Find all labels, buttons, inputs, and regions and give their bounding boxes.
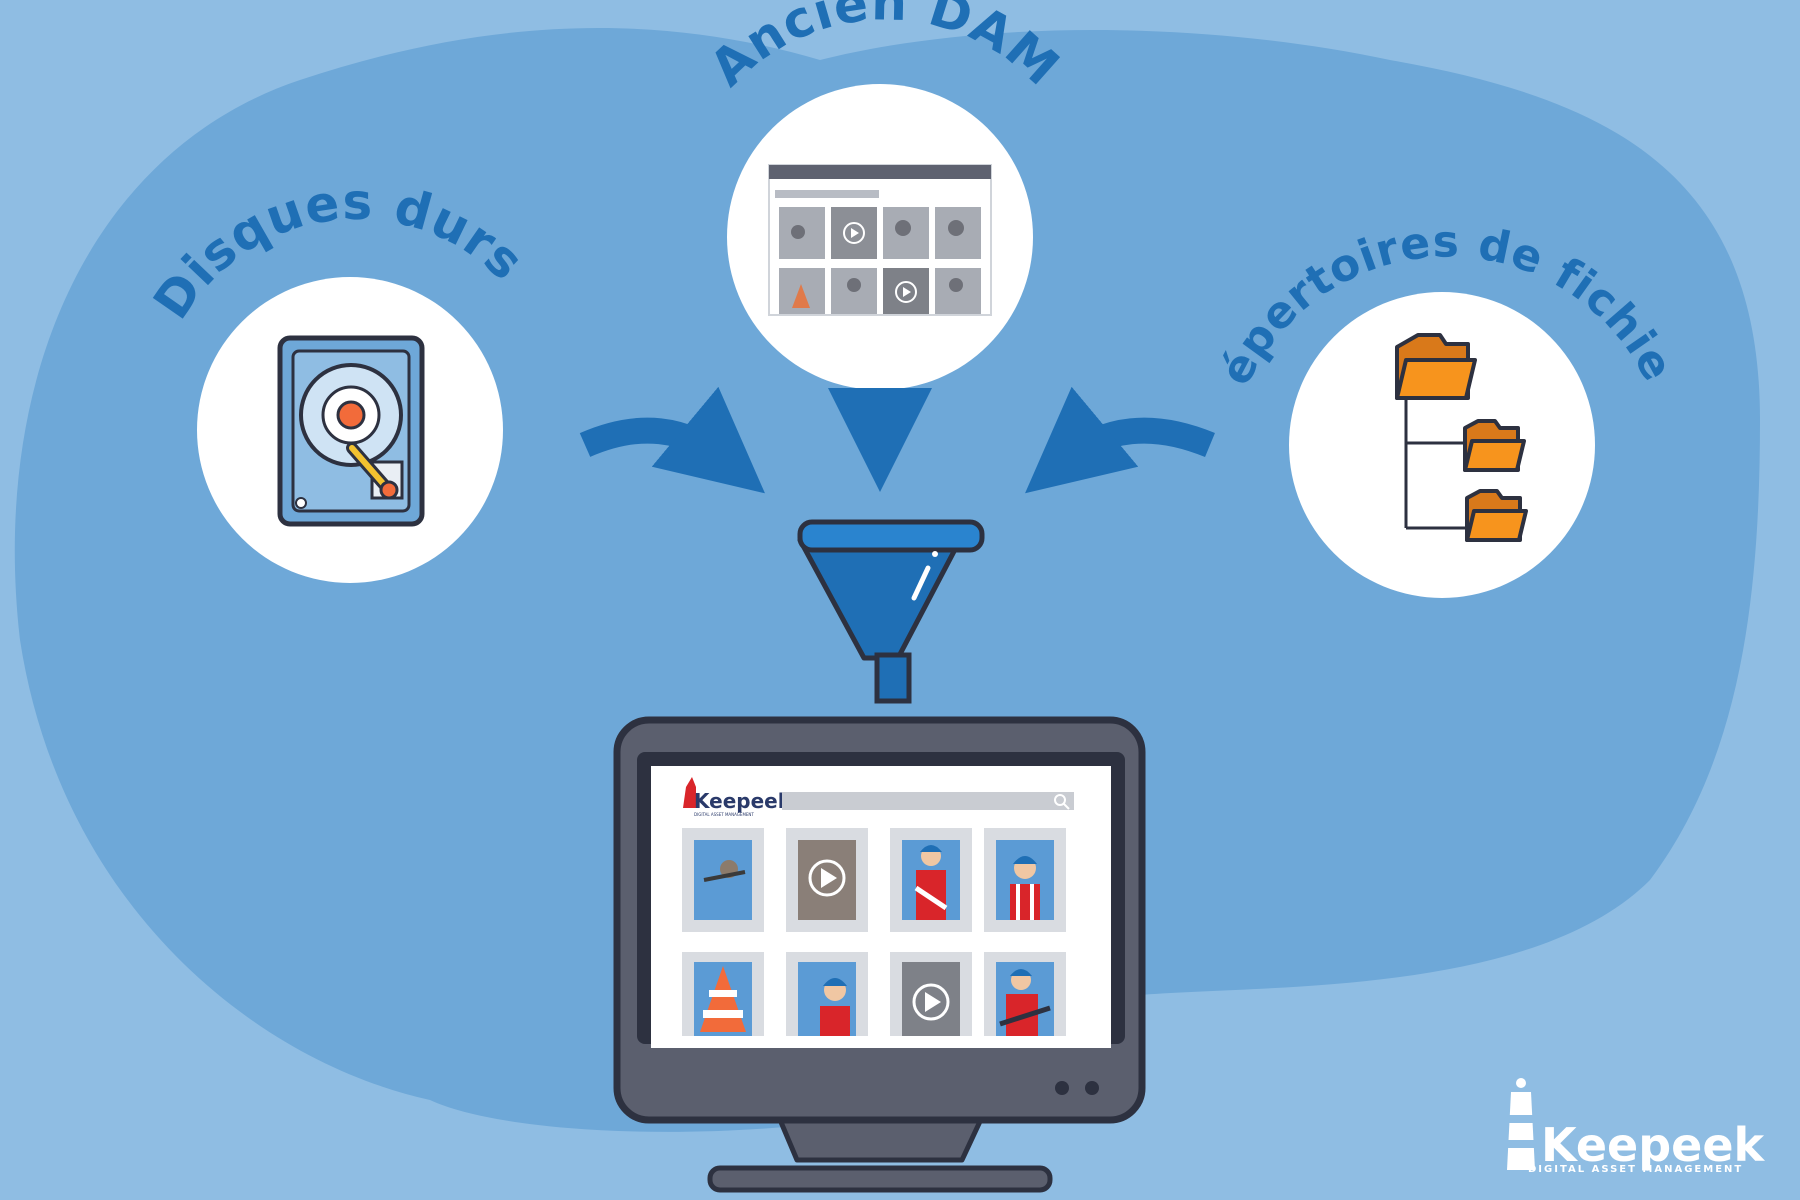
monitor-icon: Keepeek DIGITAL ASSET MANAGEMENT xyxy=(613,716,1146,1193)
play-icon[interactable] xyxy=(912,983,950,1021)
dam-gallery-icon xyxy=(768,164,992,316)
arrow-right xyxy=(1025,386,1215,494)
funnel-icon xyxy=(797,519,985,704)
play-icon xyxy=(895,281,917,303)
screen-brand-logo: Keepeek DIGITAL ASSET MANAGEMENT xyxy=(683,777,792,817)
arrow-left xyxy=(579,386,765,494)
play-icon[interactable] xyxy=(808,859,846,897)
hard-drive-circle xyxy=(197,277,503,583)
search-icon[interactable] xyxy=(1054,794,1070,810)
brand-name: Keepeek xyxy=(1541,1118,1766,1172)
brand-tagline: DIGITAL ASSET MANAGEMENT xyxy=(1528,1164,1743,1175)
hard-drive-icon xyxy=(277,335,425,527)
screen-gallery xyxy=(682,828,1066,1036)
screen-brand-name: Keepeek xyxy=(694,789,792,813)
lighthouse-icon xyxy=(1507,1078,1535,1170)
screen-brand-tagline: DIGITAL ASSET MANAGEMENT xyxy=(694,812,754,817)
screen-search-bar[interactable] xyxy=(782,792,1074,810)
keepeek-logo: Keepeek DIGITAL ASSET MANAGEMENT xyxy=(1507,1078,1766,1175)
play-icon xyxy=(843,222,865,244)
folder-tree-icon xyxy=(1395,333,1528,542)
file-directories-circle xyxy=(1289,292,1595,598)
old-dam-circle xyxy=(727,84,1033,390)
